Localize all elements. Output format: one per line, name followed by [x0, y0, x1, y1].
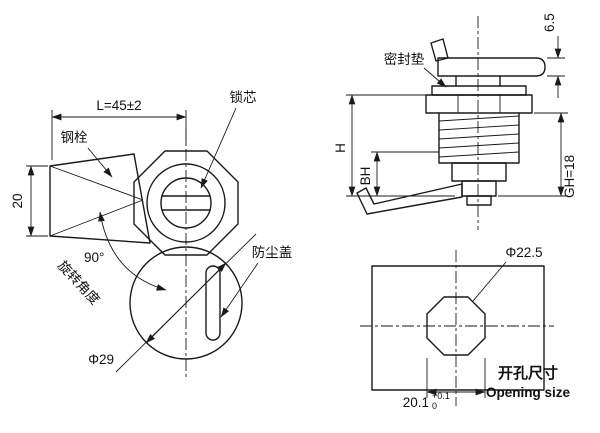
dim-20-label: 20 [10, 193, 25, 208]
dust-cover-circle [129, 246, 243, 360]
lock-face-circle [146, 163, 226, 243]
dim-6-5-ext [547, 57, 565, 77]
dim-20: 20 [10, 165, 48, 237]
hex-nut-flats [457, 95, 501, 113]
dim-20-1-tol-upper: +0.1 [432, 391, 450, 401]
dim-GH: GH=18 [498, 112, 577, 198]
dust-cover-leader [220, 262, 259, 318]
opening-view: Φ22.5 20.1 +0.1 0 开孔尺寸 Opening size [360, 245, 570, 411]
dim-20-ext [26, 165, 48, 237]
steel-bolt-outline [49, 153, 151, 244]
phi29-arrows [145, 262, 227, 344]
dim-H-label: H [333, 143, 348, 153]
head-neck [455, 75, 501, 87]
dim-length-label: L=45±2 [96, 98, 141, 113]
spring [438, 112, 520, 164]
steel-bolt-label: 钢栓 [61, 130, 88, 145]
spring-coils [438, 115, 520, 158]
hex-nut [425, 94, 533, 114]
dim-GH-label: GH=18 [562, 155, 577, 198]
lock-core-label: 锁芯 [230, 90, 257, 105]
dim-BH-label: BH [358, 167, 373, 186]
lock-core-circle [160, 177, 212, 229]
dim-length: L=45±2 [51, 98, 187, 160]
cam-lever [356, 183, 463, 215]
phi225-label: Φ22.5 [505, 245, 542, 260]
shaft [461, 180, 497, 197]
steel-bolt-wing [49, 153, 151, 244]
dust-cover-label: 防尘盖 [252, 245, 293, 260]
key-slot [161, 195, 211, 211]
dim-6-5-label: 6.5 [542, 13, 557, 32]
hex-nut-body [425, 94, 533, 114]
dim-H-ext [346, 94, 455, 197]
dim-6-5: 6.5 [542, 13, 565, 98]
lock-core-leader [200, 107, 237, 189]
steel-bolt-facets [49, 165, 144, 237]
gasket-label: 密封垫 [384, 51, 425, 67]
opening-title-en: Opening size [486, 385, 571, 400]
front-view: 90° 旋转角度 Φ29 L=45±2 20 锁芯 钢栓 防尘盖 [10, 90, 292, 378]
opening-title-cn: 开孔尺寸 [498, 364, 558, 382]
shaft-nut [466, 195, 492, 206]
steel-bolt-leader [87, 147, 113, 178]
rotation-angle-label: 旋转角度 [55, 258, 103, 308]
phi29-label: Φ29 [88, 352, 114, 367]
gasket-leader [423, 67, 447, 88]
sealing-gasket [431, 85, 527, 96]
side-view: 密封垫 6.5 H BH GH=18 [333, 13, 577, 230]
wing-side-profile [430, 38, 546, 77]
dim-BH: BH [358, 151, 439, 197]
rotation-arc [98, 211, 167, 291]
wing-tip-hook [430, 38, 449, 62]
dim-20-1-label: 20.1 [403, 395, 429, 410]
wing-bar [437, 57, 546, 77]
collar [451, 162, 507, 182]
dim-20-1-tol-lower: 0 [432, 401, 437, 411]
dim-20-1: 20.1 +0.1 0 [403, 358, 486, 411]
angle-90-label: 90° [84, 250, 104, 265]
dim-H: H [333, 94, 455, 197]
phi225-leader [472, 261, 507, 302]
opening-hole [426, 296, 486, 356]
lock-body-flange [133, 150, 239, 256]
dust-cover-slot [205, 265, 221, 341]
